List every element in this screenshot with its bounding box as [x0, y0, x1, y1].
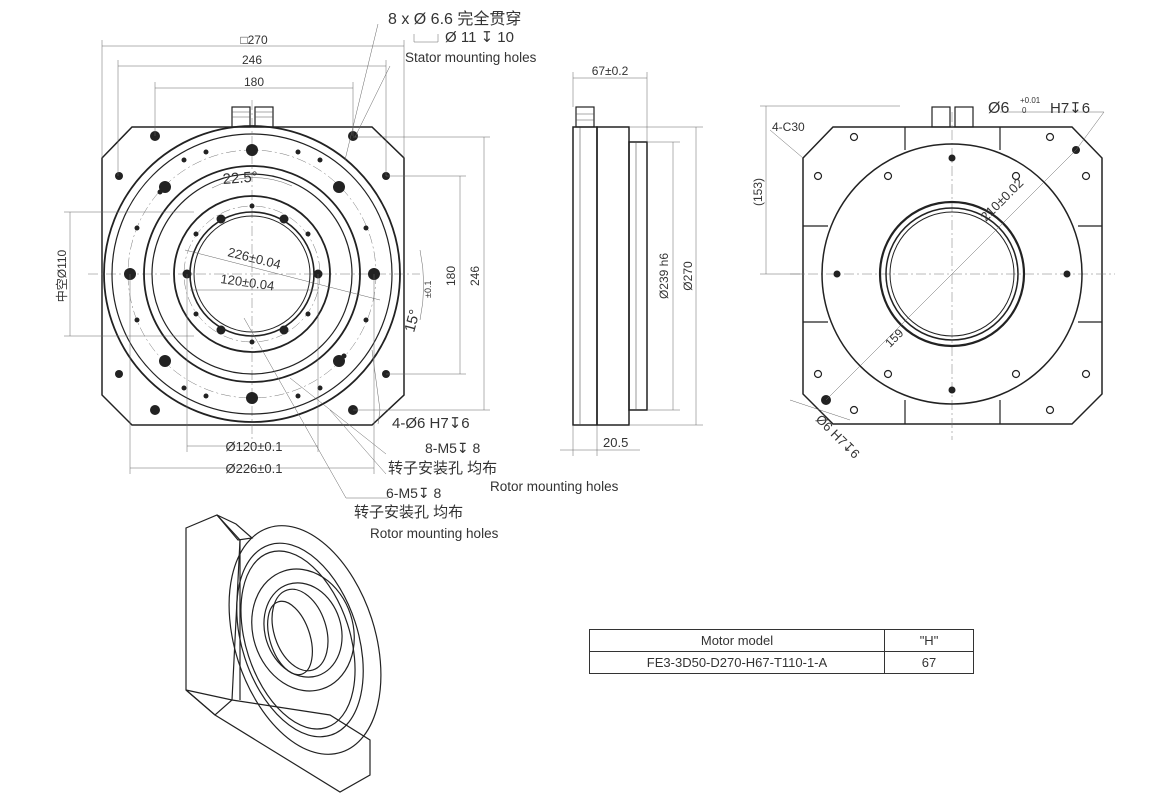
back-connector-1	[931, 106, 951, 128]
back-plate-outline	[802, 126, 1103, 425]
rotor-en-2: Rotor mounting holes	[370, 526, 499, 541]
back-pin-tol-lower: 0	[1022, 106, 1027, 115]
front-ring-3	[143, 165, 361, 383]
front-angle-22: 22.5°	[222, 169, 258, 188]
back-dim-diag: 210±0.02	[978, 175, 1027, 224]
table-header-model: Motor model	[589, 629, 885, 652]
front-hollow-dim: 中空Ø110	[54, 249, 69, 302]
front-view: □270 246 180 8 x Ø 6.6 完全贯穿 Ø 11 ↧ 10 St…	[54, 10, 619, 541]
front-dim-180-right: 180	[444, 266, 458, 286]
rotor-en-1: Rotor mounting holes	[490, 479, 619, 494]
front-dim-120: 120±0.04	[220, 271, 276, 293]
front-dim-120-bottom: Ø120±0.1	[225, 439, 282, 454]
front-ring-4	[151, 173, 353, 375]
rotor-m5-8: 8-M5↧ 8	[425, 440, 481, 456]
front-rotor-ring	[173, 195, 331, 353]
back-dim-159: 159	[882, 326, 906, 350]
iso-rotor-ring	[251, 568, 355, 692]
front-stator-holes	[115, 131, 390, 415]
back-pin-top: Ø6	[988, 100, 1009, 117]
front-small-holes	[134, 149, 369, 399]
front-angle-15: 15°	[401, 308, 423, 334]
side-flange	[628, 141, 648, 411]
iso-outer-ring	[228, 525, 382, 755]
front-outer-ring	[103, 125, 401, 423]
iso-plate-bottom	[185, 689, 371, 793]
front-dim-246-right: 246	[468, 266, 482, 286]
rotor-cn-2: 转子安装孔 均布	[354, 504, 463, 521]
table-header-h: "H"	[884, 629, 974, 652]
table-cell-h: 67	[884, 651, 974, 674]
front-connector-block	[231, 106, 274, 128]
back-chamfer: 4-C30	[772, 120, 805, 134]
back-connector-2	[954, 106, 974, 128]
back-view: 4-C30 (153) Ø6 +0.01 0 H7↧6 210±0.02 159…	[751, 96, 1115, 462]
rotor-cn-1: 转子安装孔 均布	[388, 460, 497, 477]
front-square-dim: □270	[240, 33, 268, 47]
side-dim-67: 67±0.2	[592, 64, 629, 78]
front-dim-246-top: 246	[242, 53, 262, 67]
front-ring-2	[111, 133, 393, 415]
back-pin-suffix: H7↧6	[1050, 100, 1090, 117]
stator-hole-spec-2: Ø 11 ↧ 10	[445, 29, 514, 46]
front-dim-180-top: 180	[244, 75, 264, 89]
side-dim-270: Ø270	[681, 261, 695, 291]
side-view: 67±0.2 Ø239 h6 Ø270 20.5	[560, 64, 703, 456]
table-row: FE3-3D50-D270-H67-T110-1-A 67	[589, 651, 974, 674]
side-dim-20: 20.5	[603, 435, 628, 450]
front-angle-15-tol: ±0.1	[423, 281, 433, 298]
side-connector	[575, 106, 595, 128]
stator-hole-spec-1: 8 x Ø 6.6 完全贯穿	[388, 10, 521, 28]
side-body	[596, 126, 630, 426]
iso-bore	[271, 588, 329, 672]
isometric-view	[185, 514, 382, 793]
back-pin-tol-upper: +0.01	[1020, 96, 1041, 105]
stator-label: Stator mounting holes	[405, 50, 537, 65]
front-plate-outline	[101, 126, 405, 426]
back-dim-153: (153)	[751, 178, 765, 206]
side-dim-239: Ø239 h6	[657, 253, 671, 299]
table-cell-model: FE3-3D50-D270-H67-T110-1-A	[589, 651, 885, 674]
back-bore-ring	[878, 200, 1026, 348]
leader-stator	[344, 23, 379, 161]
table-header-row: Motor model "H"	[589, 629, 974, 652]
side-housing	[572, 126, 598, 426]
motor-model-table: Motor model "H" FE3-3D50-D270-H67-T110-1…	[589, 629, 974, 674]
back-outer-ring	[821, 143, 1083, 405]
front-dim-226-bottom: Ø226±0.1	[225, 461, 282, 476]
rotor-m5-6: 6-M5↧ 8	[386, 485, 442, 501]
front-pin-hole: 4-Ø6 H7↧6	[392, 415, 470, 432]
iso-plate-edge	[185, 514, 241, 716]
back-pin-bottom: Ø6 H7↧6	[813, 412, 863, 462]
